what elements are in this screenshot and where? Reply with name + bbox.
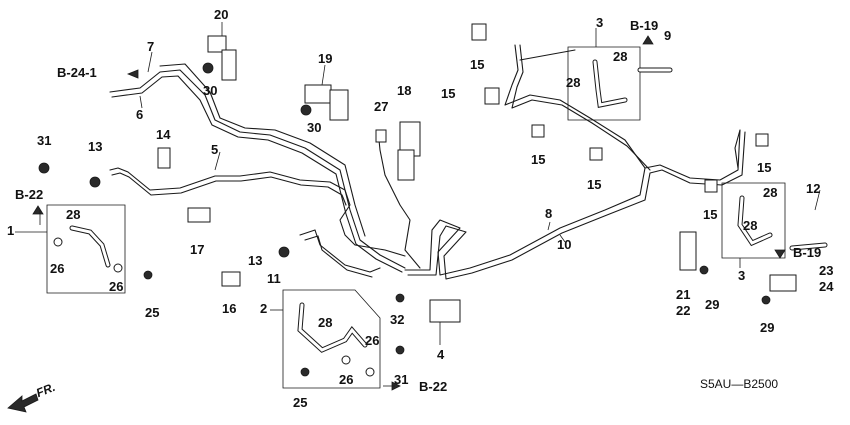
callout-25: 25: [145, 305, 160, 320]
callout-11: 11: [267, 271, 281, 286]
ref-b-22-left: B-22: [15, 187, 44, 202]
callout-15: 15: [757, 160, 772, 175]
callout-26: 26: [109, 279, 124, 294]
ref-b-24-1: B-24-1: [57, 65, 97, 80]
callout-27: 27: [374, 99, 389, 114]
callout-28: 28: [613, 49, 628, 64]
callout-23: 23: [819, 263, 834, 278]
callout-2: 2: [260, 301, 268, 316]
callout-13: 13: [248, 253, 263, 268]
brake-hoses: [69, 59, 828, 353]
callout-12: 12: [806, 181, 821, 196]
callout-21: 21: [676, 287, 691, 302]
callout-29: 29: [760, 320, 775, 335]
callout-7: 7: [147, 39, 155, 54]
ref-b-19-top: B-19: [630, 18, 659, 33]
brake-tubes: [109, 44, 746, 280]
detail-boxes: [46, 46, 786, 389]
callout-22: 22: [676, 303, 691, 318]
callout-26: 26: [339, 372, 354, 387]
callout-6: 6: [136, 107, 144, 122]
callout-15: 15: [587, 177, 602, 192]
callout-28: 28: [318, 315, 333, 330]
callout-19: 19: [318, 51, 333, 66]
callout-17: 17: [190, 242, 205, 257]
callout-10: 10: [557, 237, 572, 252]
callout-26: 26: [365, 333, 380, 348]
callout-30: 30: [203, 83, 218, 98]
callout-24: 24: [819, 279, 834, 294]
callout-3: 3: [738, 268, 746, 283]
ref-b-22-bottom: B-22: [419, 379, 448, 394]
callout-13: 13: [88, 139, 103, 154]
callout-5: 5: [211, 142, 219, 157]
ref-b-19-right: B-19: [793, 245, 822, 260]
callout-4: 4: [437, 347, 445, 362]
reference-arrows: [7, 35, 786, 413]
callout-15: 15: [441, 86, 456, 101]
clips-and-brackets: [38, 23, 797, 377]
callout-9: 9: [664, 28, 672, 43]
callout-28: 28: [743, 218, 758, 233]
callout-15: 15: [703, 207, 718, 222]
callout-20: 20: [214, 7, 229, 22]
callout-29: 29: [705, 297, 720, 312]
callout-28-right: 28: [763, 185, 778, 200]
callout-28: 28: [66, 207, 81, 222]
callout-32: 32: [390, 312, 405, 327]
callout-15: 15: [531, 152, 546, 167]
callout-8: 8: [545, 206, 553, 221]
callout-1: 1: [7, 223, 15, 238]
leader-lines: [15, 22, 821, 345]
callout-16: 16: [222, 301, 237, 316]
callout-14: 14: [156, 127, 171, 142]
diagram-code: S5AU—B2500: [700, 377, 779, 391]
callout-18: 18: [397, 83, 412, 98]
front-arrow-icon: [7, 393, 39, 413]
callout-26: 26: [50, 261, 65, 276]
callout-25: 25: [293, 395, 308, 410]
callout-28: 28: [566, 75, 581, 90]
callout-3: 3: [596, 15, 604, 30]
callout-31: 31: [37, 133, 52, 148]
callout-15: 15: [470, 57, 485, 72]
callout-31: 31: [394, 372, 409, 387]
callout-30: 30: [307, 120, 322, 135]
